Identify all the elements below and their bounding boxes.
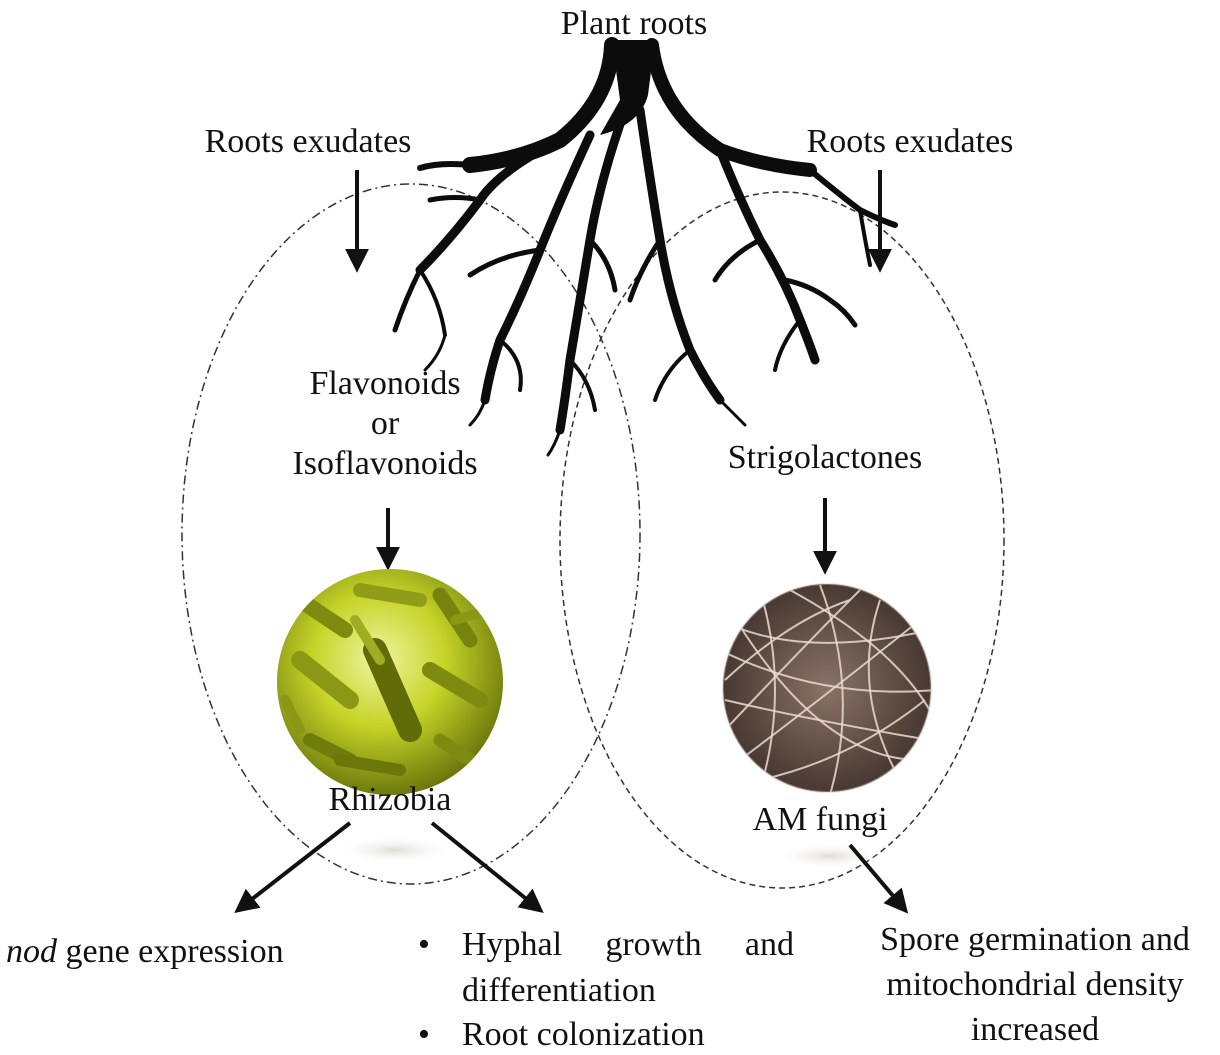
plant-roots-illustration <box>392 37 898 457</box>
strigolactones-label: Strigolactones <box>727 439 923 476</box>
rhizobia-bacteria-image <box>277 569 503 795</box>
am-fungi-image <box>722 583 932 793</box>
arrow-rhizobia-hyphal <box>430 821 544 914</box>
spore-germination-label: Spore germination and mitochondrial dens… <box>850 918 1220 1053</box>
spore-line1: Spore germination and <box>880 921 1190 958</box>
nod-gene-expression-label: nod gene expression <box>6 930 284 974</box>
hyphal-line-2: differentiation <box>462 972 656 1009</box>
hyphal-word-2: growth <box>605 926 702 963</box>
arrow-rhizobia-nod <box>234 821 352 913</box>
hyphal-bullet-item-1: • Hyphal growth and differentiation <box>418 922 798 1022</box>
plant-roots-label: Plant roots <box>560 5 708 42</box>
spore-line2: mitochondrial density <box>886 965 1184 1003</box>
root-colonization-text: Root colonization <box>462 1016 705 1053</box>
flavonoids-line2: or <box>370 405 400 443</box>
flavonoids-label: Flavonoids or Isoflavonoids <box>270 362 500 487</box>
hyphal-word-1: Hyphal <box>462 926 563 963</box>
am-fungi-label: AM fungi <box>752 801 888 838</box>
flavonoids-line3: Isoflavonoids <box>292 445 478 483</box>
roots-exudates-right-label: Roots exudates <box>806 123 1014 160</box>
amf-boundary-ellipse <box>559 191 1005 889</box>
rhizobia-label: Rhizobia <box>328 781 452 818</box>
bullet-2: • <box>418 1016 430 1053</box>
roots-exudates-left-label: Roots exudates <box>204 123 412 160</box>
hyphal-bullet-item-2: • Root colonization <box>418 1012 798 1055</box>
spore-line3: increased <box>970 1010 1100 1048</box>
nod-rest: gene expression <box>57 933 284 970</box>
nod-italic: nod <box>6 933 57 970</box>
rhizobia-boundary-ellipse <box>181 183 641 885</box>
arrow-amf-spore <box>848 843 909 914</box>
hyphal-word-3: and <box>744 926 794 963</box>
bullet-1: • <box>418 926 430 963</box>
flavonoids-line1: Flavonoids <box>309 365 461 402</box>
